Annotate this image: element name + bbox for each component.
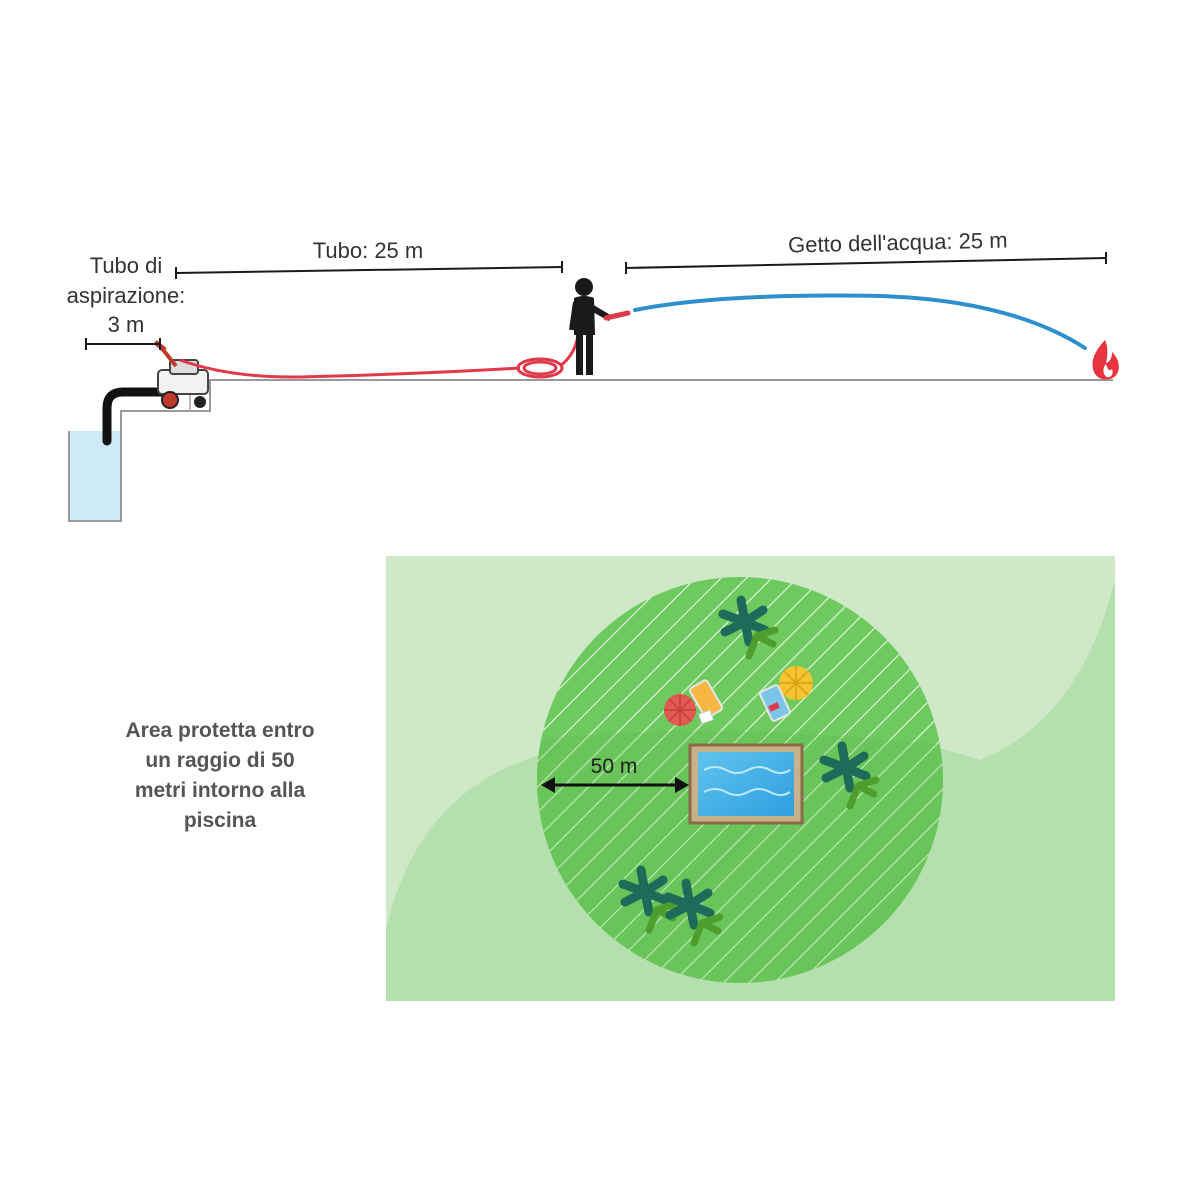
hose-dimension <box>175 261 563 279</box>
top-view: 50 m <box>386 556 1115 1001</box>
protected-area-caption: Area protetta entro un raggio di 50 metr… <box>125 719 314 832</box>
palm-tree-icon <box>618 865 679 934</box>
reservoir-wall <box>68 379 1113 522</box>
sunbed-icon <box>759 684 791 722</box>
hose-label: Tubo: 25 m <box>313 238 423 263</box>
caption-line1: Area protetta entro <box>125 719 314 742</box>
palm-tree-icon <box>663 878 724 947</box>
radius-label: 50 m <box>591 755 638 778</box>
suction-pipe <box>102 387 175 446</box>
motor-pump-icon <box>153 340 209 409</box>
suction-dimension <box>85 338 161 350</box>
red-hose <box>179 358 521 379</box>
beach-umbrella-icon <box>664 694 696 726</box>
palm-tree-icon <box>718 595 779 660</box>
suction-label-line3: 3 m <box>108 312 145 337</box>
caption-line3: metri intorno alla <box>135 779 306 802</box>
jet-label: Getto dell'acqua: 25 m <box>788 228 1008 258</box>
sunbed-icon <box>688 679 724 725</box>
person-icon <box>569 278 612 375</box>
suction-label-line1: Tubo di <box>90 253 163 278</box>
water-jet <box>633 293 1087 350</box>
jet-dimension <box>625 252 1107 274</box>
swimming-pool-icon <box>688 743 804 825</box>
side-view: Tubo di aspirazione: 3 m Tubo: 25 m Gett… <box>67 228 1119 522</box>
beach-umbrella-icon <box>779 666 813 700</box>
water-reservoir <box>69 431 121 521</box>
radius-arrow <box>541 777 689 793</box>
fire-icon <box>1092 340 1119 380</box>
caption-line2: un raggio di 50 <box>145 749 294 772</box>
caption-line4: piscina <box>184 809 257 832</box>
palm-tree-icon <box>819 741 880 810</box>
hose-nozzle <box>603 310 631 321</box>
suction-label-line2: aspirazione: <box>67 283 186 308</box>
